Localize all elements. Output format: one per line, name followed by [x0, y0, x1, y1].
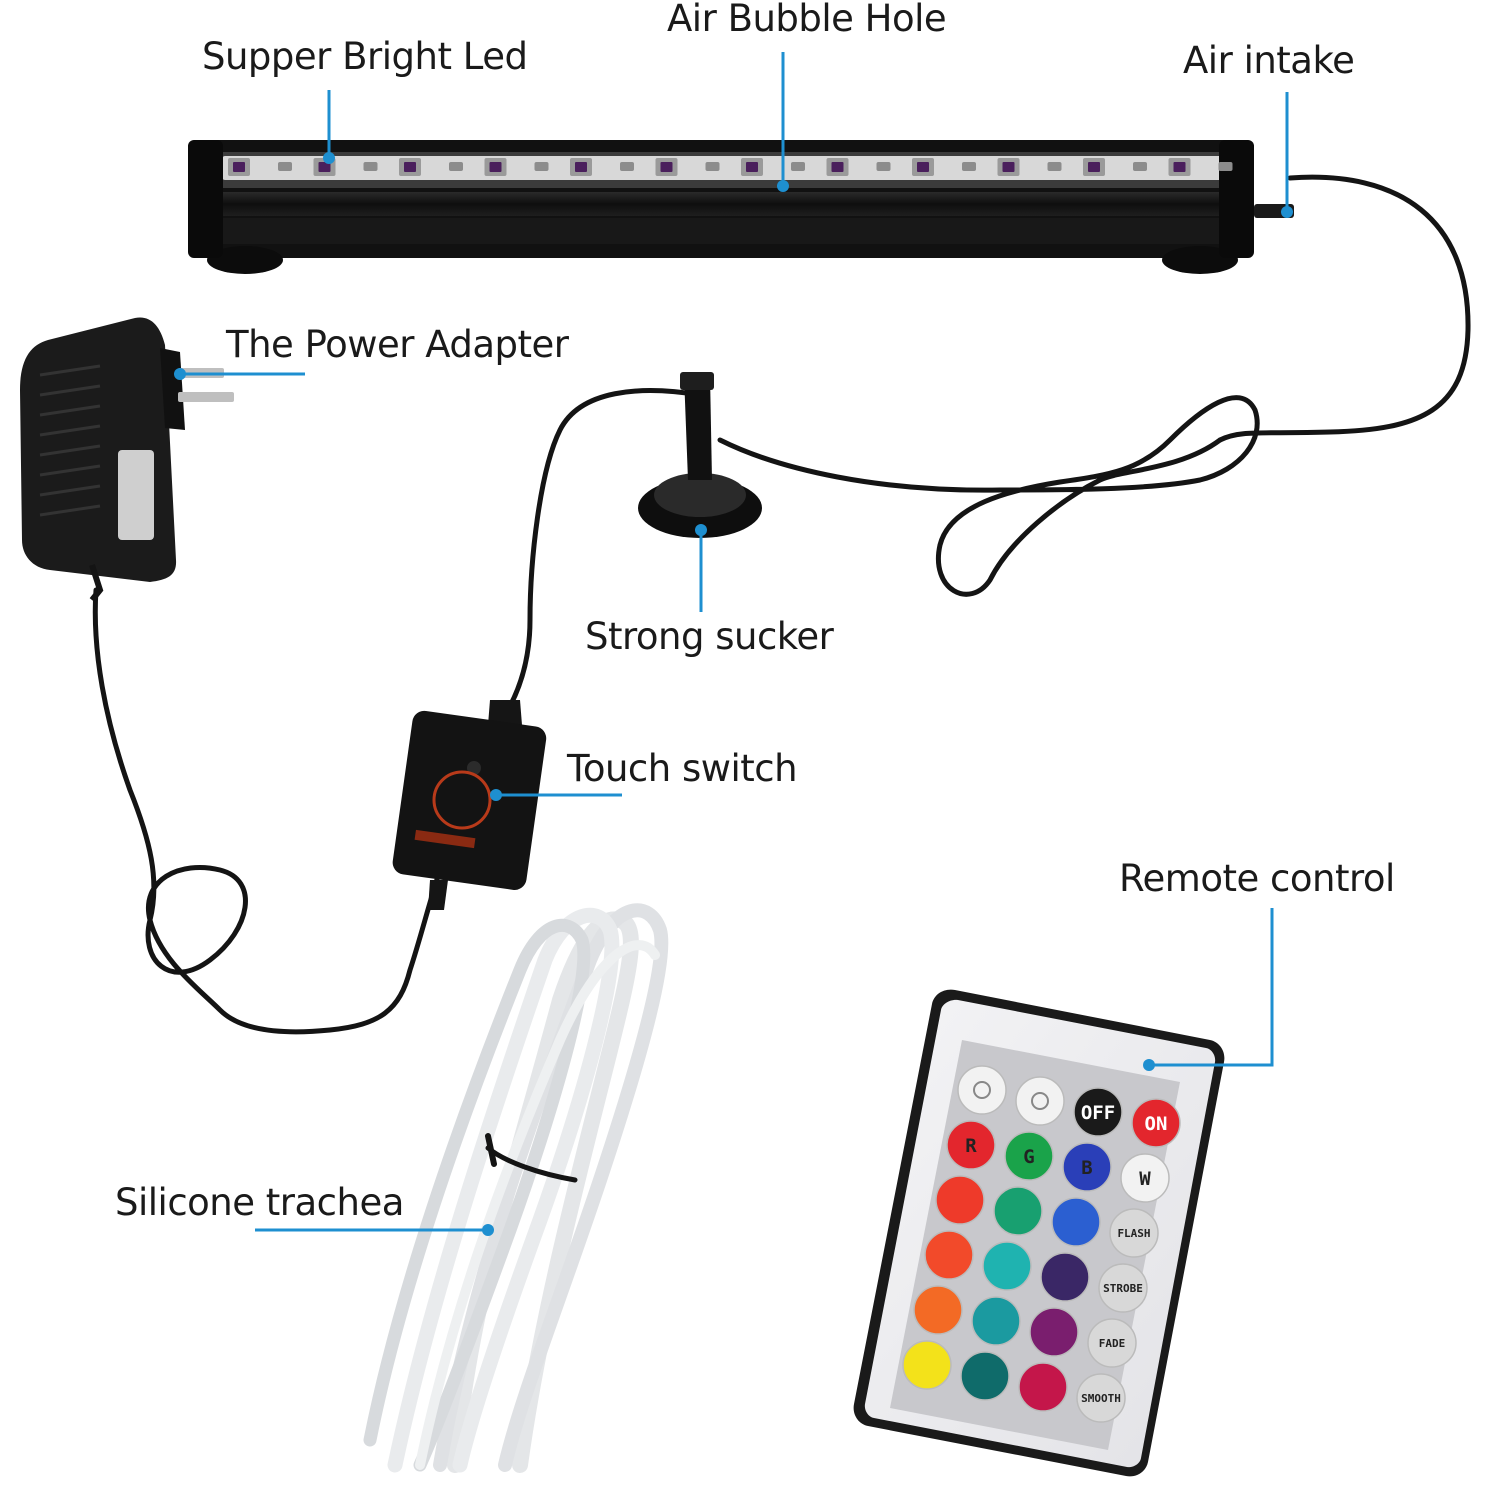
led-chip [1083, 158, 1147, 176]
remote-button[interactable] [1040, 1252, 1090, 1302]
label-air-intake: Air intake [1183, 39, 1355, 82]
remote-button-label: FLASH [1117, 1227, 1150, 1240]
remote-button[interactable]: FLASH [1109, 1208, 1159, 1258]
remote-button[interactable]: G [1004, 1131, 1054, 1181]
remote-button-label: G [1023, 1146, 1034, 1168]
label-silicone-trachea: Silicone trachea [115, 1181, 404, 1224]
label-touch-switch: Touch switch [567, 747, 798, 790]
remote-button-label: ON [1145, 1113, 1168, 1135]
remote-button[interactable]: SMOOTH [1076, 1373, 1126, 1423]
remote-button[interactable] [971, 1296, 1021, 1346]
plug-prong-bottom [178, 392, 234, 402]
leader-lines [180, 52, 1289, 1232]
power-adapter [20, 317, 234, 602]
led-chip [912, 158, 976, 176]
remote-button[interactable] [1029, 1307, 1079, 1357]
label-air-bubble-hole: Air Bubble Hole [667, 0, 947, 40]
bar-right-suction-cup [1162, 246, 1238, 274]
led-chip [655, 158, 720, 176]
leader-dots [174, 152, 1293, 1236]
label-led: Supper Bright Led [202, 35, 528, 78]
remote-button[interactable] [924, 1230, 974, 1280]
led-chips [228, 158, 1233, 176]
remote-button[interactable]: ON [1131, 1098, 1181, 1148]
remote-button[interactable]: FADE [1087, 1318, 1137, 1368]
led-chip [826, 158, 891, 176]
led-chip [570, 158, 634, 176]
remote-button[interactable] [957, 1065, 1007, 1115]
label-power-adapter: The Power Adapter [226, 323, 569, 366]
remote-button[interactable]: B [1062, 1142, 1112, 1192]
air-cable [717, 174, 1471, 597]
remote-button-label: FADE [1099, 1337, 1126, 1350]
remote-button-label: OFF [1081, 1102, 1115, 1124]
remote-button[interactable]: W [1120, 1153, 1170, 1203]
remote-buttons: OFF ON R G B W FLASH STROBE FADE SMOOTH [902, 1065, 1181, 1423]
remote-button-label: R [965, 1135, 977, 1157]
touch-switch [392, 700, 547, 910]
remote-button-label: STROBE [1103, 1282, 1143, 1295]
led-chip [1168, 158, 1233, 176]
remote-button[interactable] [1015, 1076, 1065, 1126]
remote-button-label: SMOOTH [1081, 1392, 1121, 1405]
silicone-tubing [363, 903, 669, 1473]
led-chip [399, 158, 463, 176]
remote-button[interactable] [982, 1241, 1032, 1291]
power-cable [92, 388, 703, 1035]
strong-sucker [638, 372, 762, 538]
remote-button[interactable]: R [946, 1120, 996, 1170]
remote-button[interactable]: STROBE [1098, 1263, 1148, 1313]
remote-button[interactable] [902, 1340, 952, 1390]
brightness-icon [1031, 1092, 1049, 1110]
bar-left-suction-cup [207, 246, 283, 274]
led-chip [484, 158, 549, 176]
remote-button[interactable] [913, 1285, 963, 1335]
led-chip [741, 158, 805, 176]
remote-button[interactable] [1051, 1197, 1101, 1247]
remote-button-label: W [1139, 1168, 1151, 1190]
led-chip [997, 158, 1062, 176]
remote-button-label: B [1081, 1157, 1092, 1179]
brightness-icon [973, 1081, 991, 1099]
label-remote-control: Remote control [1119, 857, 1395, 900]
remote-button[interactable] [993, 1186, 1043, 1236]
remote-button[interactable] [935, 1175, 985, 1225]
remote-button[interactable] [1018, 1362, 1068, 1412]
label-strong-sucker: Strong sucker [585, 615, 834, 658]
remote-button[interactable]: OFF [1073, 1087, 1123, 1137]
remote-button[interactable] [960, 1351, 1010, 1401]
led-chip [228, 158, 292, 176]
